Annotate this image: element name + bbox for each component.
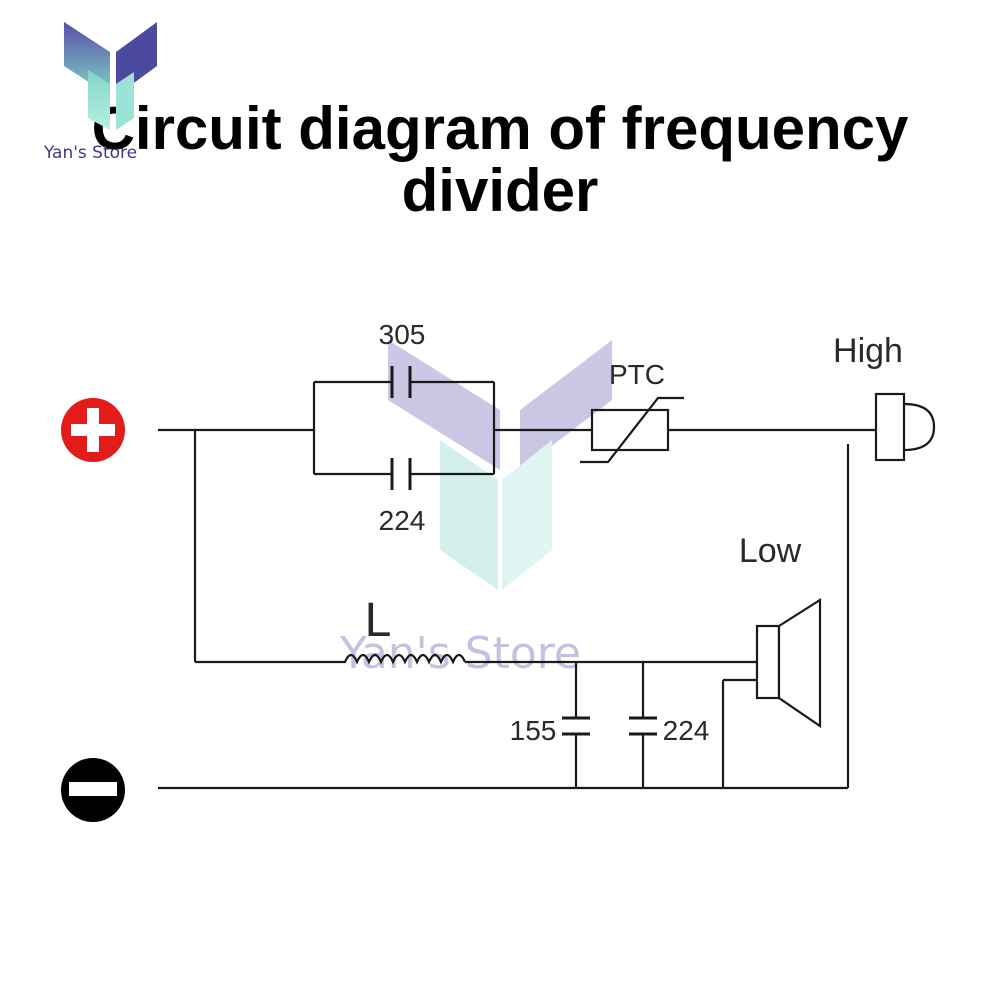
circuit-wires <box>158 380 876 790</box>
capacitor-224-low-icon <box>629 716 657 736</box>
page-title: Circuit diagram of frequency divider <box>0 98 1000 222</box>
ptc-label: PTC <box>609 359 665 390</box>
title-line-2: divider <box>401 157 599 224</box>
positive-terminal-icon <box>61 398 125 462</box>
inductor-icon <box>335 653 467 665</box>
inductor-label: L <box>365 594 392 647</box>
cap-top-label: 305 <box>379 319 426 350</box>
capacitor-155-icon <box>562 716 590 736</box>
negative-terminal-icon <box>61 758 125 822</box>
capacitor-224-icon <box>390 458 412 490</box>
store-logo-icon: Yan's Store <box>43 22 157 163</box>
tweeter-speaker-icon <box>874 392 936 462</box>
title-line-1: Circuit diagram of frequency <box>91 95 909 162</box>
watermark-text: Yan's Store <box>339 628 581 679</box>
cap-bottom-label: 224 <box>379 505 426 536</box>
cap-low2-label: 224 <box>663 715 710 746</box>
high-label: High <box>833 332 903 370</box>
capacitor-305-icon <box>390 366 412 398</box>
watermark-logo-icon <box>388 340 612 590</box>
store-logo-text: Yan's Store <box>43 143 137 163</box>
cap-low1-label: 155 <box>510 715 557 746</box>
low-label: Low <box>739 532 802 570</box>
ptc-thermistor-icon <box>580 396 684 464</box>
woofer-speaker-icon <box>755 597 822 729</box>
